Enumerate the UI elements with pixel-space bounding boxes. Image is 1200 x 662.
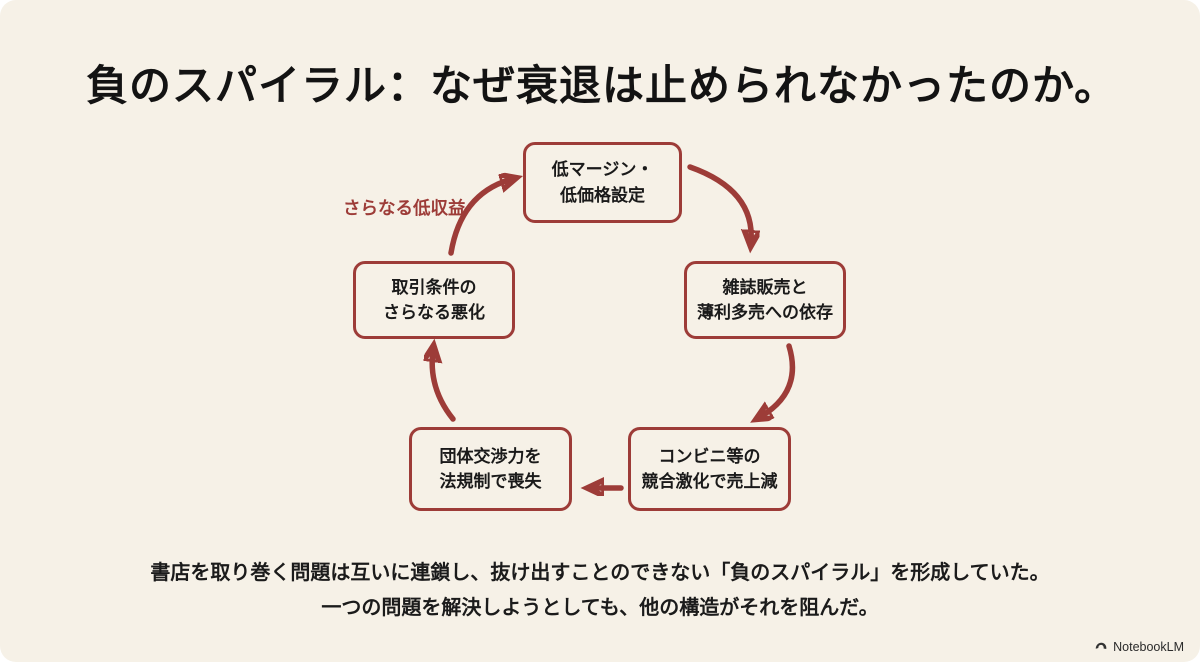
arrow-lower-left-to-upper-left [432, 350, 456, 422]
cycle-label: さらなる低収益 [343, 198, 466, 218]
arrow-upper-right-to-lower-right [760, 343, 796, 417]
node-competition: コンビニ等の 競合激化で売上減 [628, 427, 791, 511]
node-bargaining: 団体交渉力を 法規制で喪失 [409, 427, 572, 511]
node-magazine: 雑誌販売と 薄利多売への依存 [684, 261, 846, 339]
node-terms: 取引条件の さらなる悪化 [353, 261, 515, 339]
node-magazine-line2: 薄利多売への依存 [697, 303, 833, 322]
node-bargaining-line1: 団体交渉力を [439, 446, 542, 466]
node-bargaining-line2: 法規制で喪失 [439, 472, 542, 491]
node-terms-line2: さらなる悪化 [383, 303, 485, 322]
node-terms-line1: 取引条件の [391, 277, 477, 297]
arrow-top-to-upper-right [687, 164, 751, 242]
node-low-margin-line1: 低マージン・ [551, 160, 654, 179]
node-competition-line1: コンビニ等の [658, 446, 761, 466]
notebooklm-logo-icon [1094, 640, 1108, 654]
node-competition-line2: 競合激化で売上減 [641, 472, 778, 491]
node-low-margin: 低マージン・ 低価格設定 [523, 142, 682, 223]
notebooklm-label: NotebookLM [1113, 640, 1184, 654]
page-title: 負のスパイラル：なぜ衰退は止められなかったのか。 [86, 64, 1118, 110]
notebooklm-logo: NotebookLM [1094, 640, 1184, 654]
footer-line2: 一つの問題を解決しようとしても、他の構造がそれを阻んだ。 [321, 597, 879, 619]
node-low-margin-line2: 低価格設定 [560, 185, 645, 205]
node-magazine-line1: 雑誌販売と [722, 277, 808, 297]
footer-line1: 書店を取り巻く問題は互いに連鎖し、抜け出すことのできない「負のスパイラル」を形成… [150, 562, 1050, 584]
